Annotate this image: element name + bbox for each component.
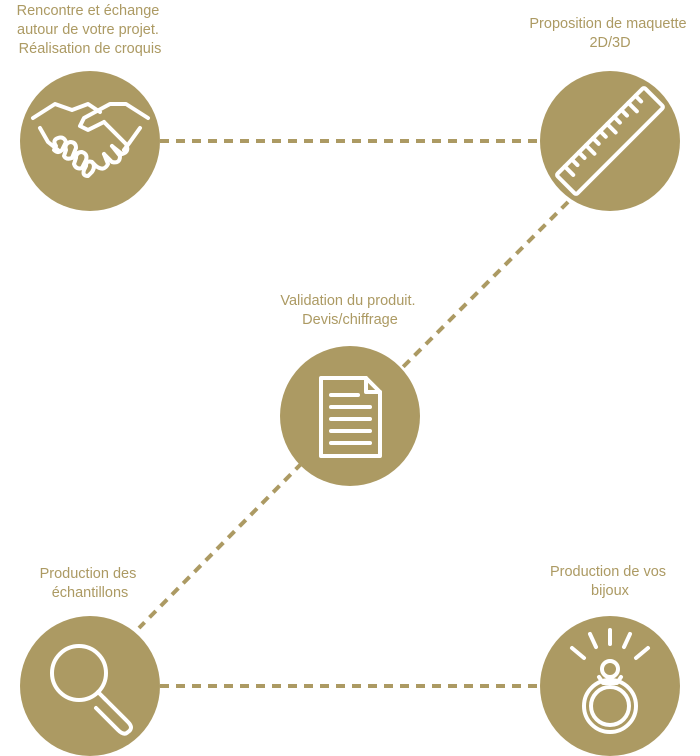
connectors: [137, 139, 570, 688]
step-3-circle: [280, 346, 420, 486]
step-3-label-line-1: Validation du produit.: [280, 293, 415, 309]
step-1-circle: [20, 71, 160, 211]
step-4-label-line-2: échantillons: [52, 585, 129, 601]
ring-icon: [570, 628, 650, 734]
step-3: Validation du produit. Devis/chiffrage: [280, 293, 420, 486]
step-5: Production de vos bijoux: [540, 564, 680, 756]
step-2-label-line-1: Proposition de maquette: [529, 16, 686, 32]
step-1-label: Rencontre et échange autour de votre pro…: [17, 3, 164, 57]
handshake-icon: [31, 102, 150, 178]
step-1-label-line-2: autour de votre projet.: [17, 22, 159, 38]
step-1-label-line-1: Rencontre et échange: [17, 3, 160, 19]
step-4-label: Production des échantillons: [40, 566, 141, 601]
ruler-icon: [555, 86, 665, 196]
step-4: Production des échantillons: [20, 566, 160, 756]
step-2-label: Proposition de maquette 2D/3D: [529, 16, 690, 51]
connector-step3-step4: [137, 461, 304, 630]
step-3-label: Validation du produit. Devis/chiffrage: [280, 293, 419, 328]
step-2-circle: [540, 71, 680, 211]
document-icon: [319, 376, 382, 458]
magnifier-icon: [50, 644, 133, 736]
step-1: Rencontre et échange autour de votre pro…: [17, 3, 164, 211]
step-2-label-line-2: 2D/3D: [589, 35, 630, 51]
step-3-label-line-2: Devis/chiffrage: [302, 312, 398, 328]
step-5-label: Production de vos bijoux: [550, 564, 670, 599]
step-1-label-line-3: Réalisation de croquis: [19, 41, 162, 57]
step-5-label-line-2: bijoux: [591, 583, 630, 599]
step-4-label-line-1: Production des: [40, 566, 137, 582]
step-2: Proposition de maquette 2D/3D: [529, 16, 690, 211]
connector-step2-step3: [400, 200, 570, 370]
step-4-circle: [20, 616, 160, 756]
step-5-label-line-1: Production de vos: [550, 564, 666, 580]
